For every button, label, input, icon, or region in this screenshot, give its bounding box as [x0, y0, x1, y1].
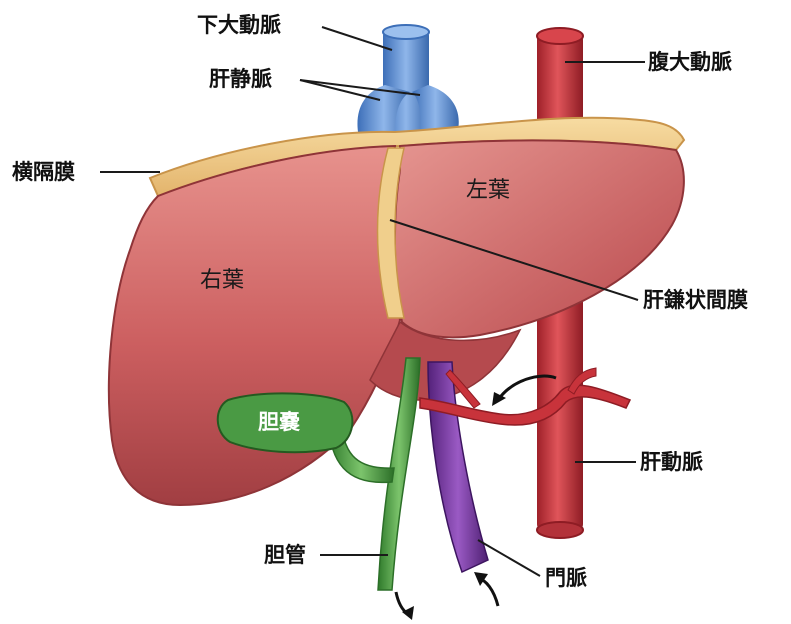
- label-hepatic-veins: 肝静脈: [209, 69, 272, 90]
- label-bile-duct: 胆管: [264, 545, 306, 566]
- label-aorta: 腹大動脈: [648, 52, 732, 73]
- label-gallbladder: 胆嚢: [258, 412, 300, 433]
- left-lobe-shape: [395, 140, 684, 337]
- label-ivc: 下大動脈: [197, 15, 281, 36]
- label-falciform-ligament: 肝鎌状間膜: [643, 290, 748, 311]
- right-lobe-shape: [109, 146, 400, 505]
- label-portal-vein: 門脈: [545, 568, 587, 589]
- label-diaphragm: 横隔膜: [12, 162, 75, 183]
- label-hepatic-artery: 肝動脈: [640, 452, 703, 473]
- label-left-lobe: 左葉: [466, 180, 510, 202]
- label-right-lobe: 右葉: [200, 270, 244, 292]
- inferior-vena-cava-shape: [357, 25, 458, 140]
